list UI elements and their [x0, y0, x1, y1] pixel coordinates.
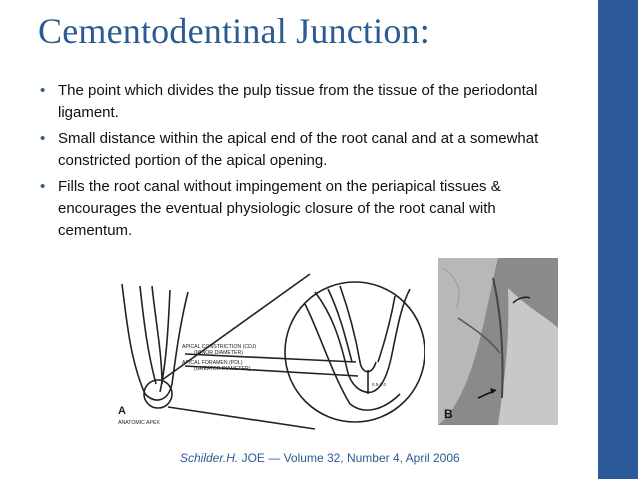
bullet-text: Small distance within the apical end of …: [58, 130, 539, 169]
label-apical-foramen: APICAL FORAMEN (PDL): [182, 360, 243, 366]
bullet-icon: •: [40, 130, 46, 147]
citation-source: JOE — Volume 32, Number 4, April 2006: [238, 451, 460, 465]
bullet-item: • Small distance within the apical end o…: [40, 128, 560, 172]
label-scale: 0.5-1.0: [372, 382, 387, 387]
bullet-text: The point which divides the pulp tissue …: [58, 82, 538, 121]
bullet-text: Fills the root canal without impingement…: [58, 178, 501, 239]
histology-photo: B: [438, 258, 558, 425]
label-minor-diameter: (MINOR DIAMETER): [194, 350, 243, 356]
label-anatomic-apex: ANATOMIC APEX: [118, 420, 160, 426]
side-accent-bar: [598, 0, 638, 479]
bullet-icon: •: [40, 82, 46, 99]
citation: Schilder.H. JOE — Volume 32, Number 4, A…: [180, 451, 460, 465]
citation-author: Schilder.H.: [180, 451, 239, 465]
bullet-icon: •: [40, 178, 46, 195]
figure-b-label: B: [444, 407, 453, 421]
bullet-list: • The point which divides the pulp tissu…: [40, 80, 560, 246]
label-apical-constriction: APICAL CONSTRICTION (CDJ): [182, 344, 256, 350]
bullet-item: • Fills the root canal without impingeme…: [40, 176, 560, 242]
label-greater-diameter: (GREATER DIAMETER): [194, 366, 251, 372]
bullet-item: • The point which divides the pulp tissu…: [40, 80, 560, 124]
slide-title: Cementodentinal Junction:: [38, 11, 430, 51]
apical-anatomy-diagram: APICAL CONSTRICTION (CDJ) (MINOR DIAMETE…: [118, 273, 425, 430]
figure-a-label: A: [118, 405, 126, 417]
